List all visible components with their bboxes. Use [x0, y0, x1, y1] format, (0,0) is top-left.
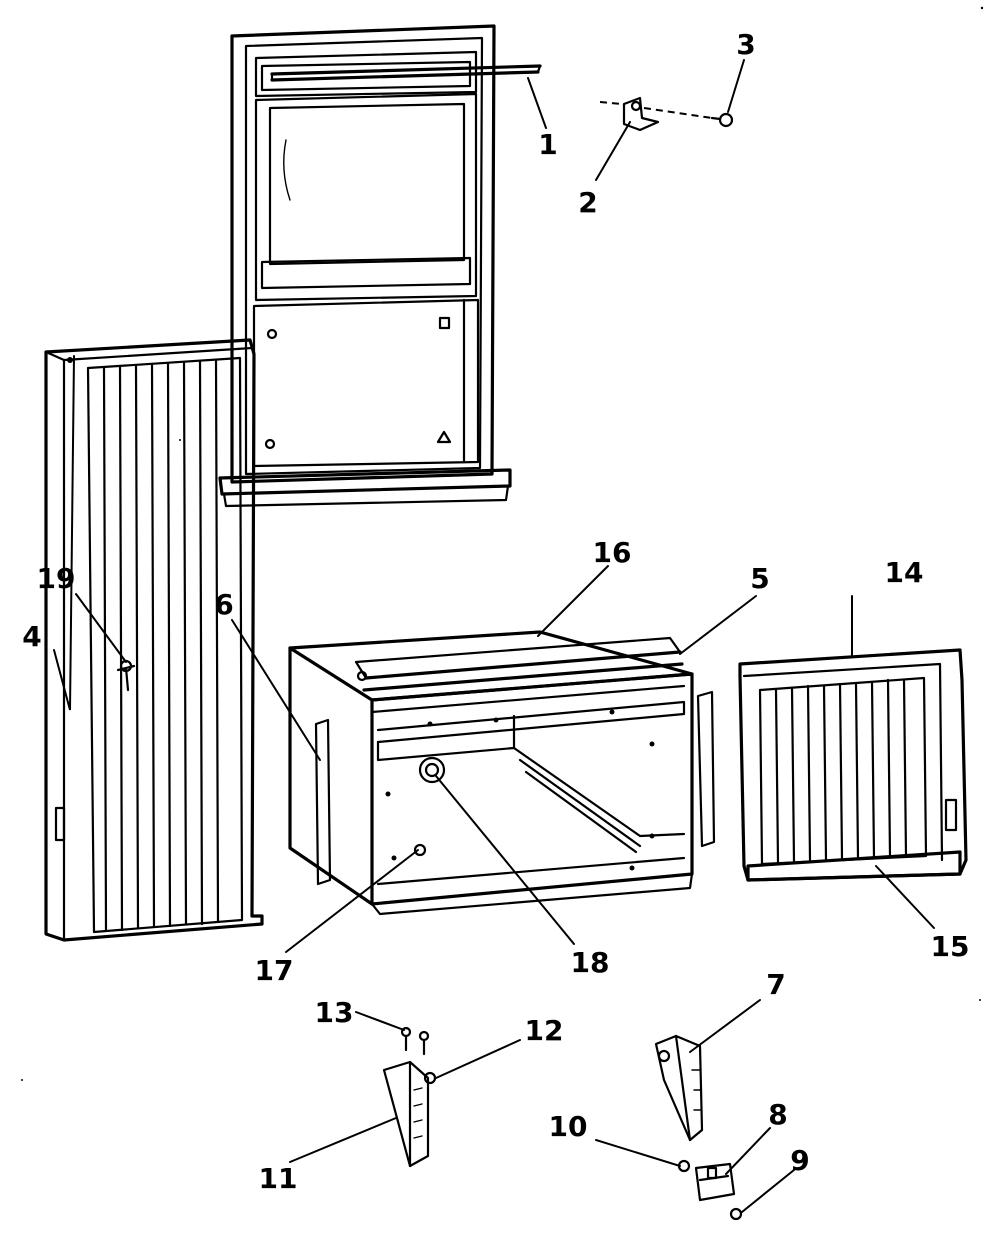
part-3-screw: [710, 112, 734, 128]
part-9-screw: [729, 1207, 743, 1221]
callout-15: 15: [931, 930, 970, 963]
window-frame: [218, 24, 512, 508]
part-19-screw: [116, 659, 136, 692]
callout-1: 1: [538, 128, 557, 161]
part-16-top-rail: [354, 636, 682, 682]
callout-19: 19: [37, 562, 76, 595]
callout-5: 5: [750, 562, 769, 595]
callout-13: 13: [315, 996, 354, 1029]
callout-4: 4: [22, 620, 41, 653]
callout-16: 16: [593, 536, 632, 569]
cabinet-sleeve: [288, 630, 694, 916]
right-channel-strip: [696, 690, 716, 848]
part-8-clip: [694, 1162, 736, 1202]
part-15-bottom-rail: [746, 850, 962, 882]
leader-lines: [53, 59, 935, 1213]
callout-7: 7: [766, 968, 785, 1001]
callout-3: 3: [736, 28, 755, 61]
part-14-right-side-curtain: [738, 648, 968, 882]
part-2-window-bracket: [599, 96, 713, 132]
callout-8: 8: [768, 1098, 787, 1131]
callout-9: 9: [790, 1144, 809, 1177]
part-4-left-side-curtain: [44, 338, 264, 942]
part-1-window-seal-strip: [270, 64, 542, 82]
part-7-support-bracket: [654, 1034, 704, 1142]
part-5-top-seal: [362, 662, 684, 692]
part-6-left-channel: [314, 718, 332, 886]
callout-17: 17: [255, 954, 294, 987]
callout-10: 10: [549, 1110, 588, 1143]
callout-11: 11: [259, 1162, 298, 1195]
scan-specks: [21, 6, 984, 1081]
callout-14: 14: [885, 556, 924, 589]
part-11-support-bracket: [382, 1060, 430, 1168]
callout-labels: 1 2 3 4 5 6 7 8 9 10 11 12 13 14 15 16 1…: [22, 28, 969, 1195]
part-17-screw: [413, 843, 427, 857]
callout-6: 6: [214, 588, 233, 621]
callout-12: 12: [525, 1014, 564, 1047]
callout-18: 18: [571, 946, 610, 979]
callout-2: 2: [578, 186, 597, 219]
part-13-bolts: [400, 1026, 430, 1056]
